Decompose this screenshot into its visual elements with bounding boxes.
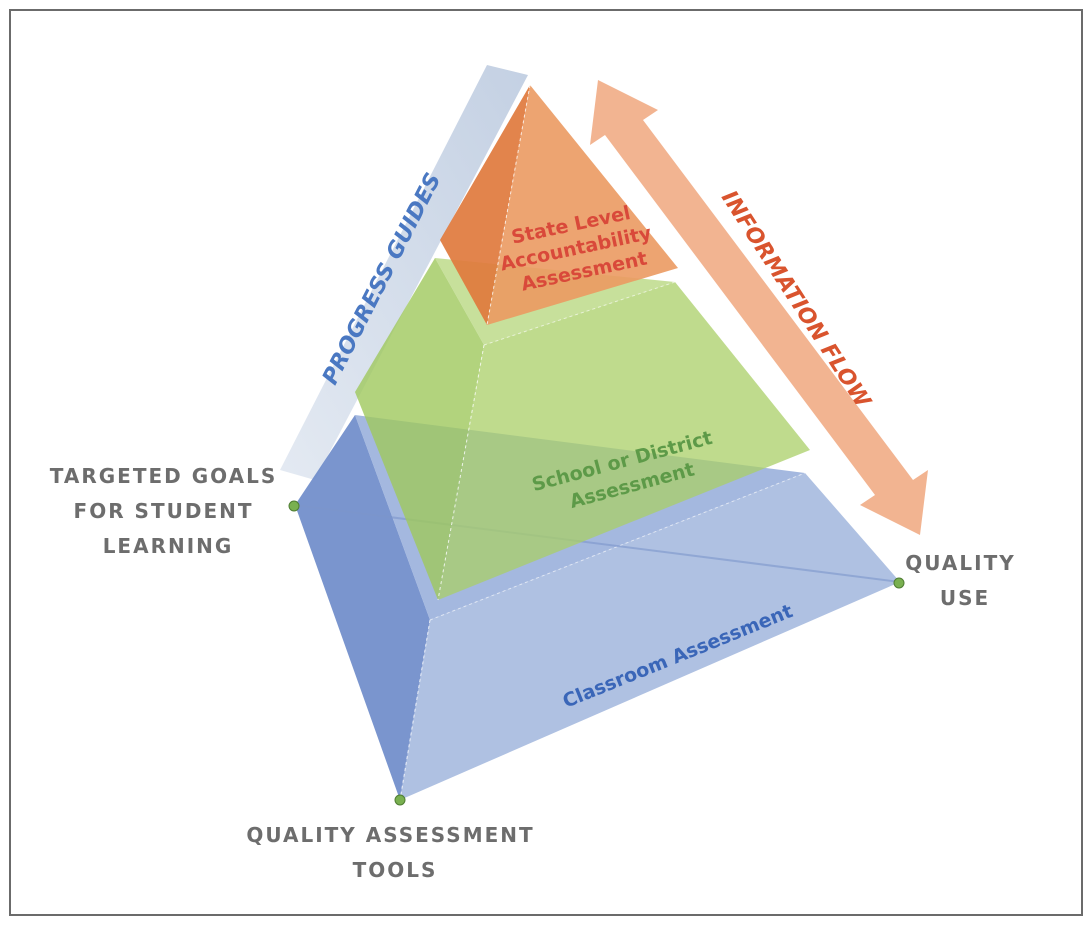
- quality-use-label: QUALITY USE: [905, 551, 1024, 610]
- targeted-goals-label: TARGETED GOALS FOR STUDENT LEARNING: [50, 464, 286, 558]
- quality-use-node: [893, 577, 905, 589]
- quality-tools-node: [394, 794, 406, 806]
- targeted-goals-node: [288, 500, 300, 512]
- quality-tools-label: QUALITY ASSESSMENT TOOLS: [246, 823, 543, 882]
- state-accountability-layer: [440, 84, 678, 326]
